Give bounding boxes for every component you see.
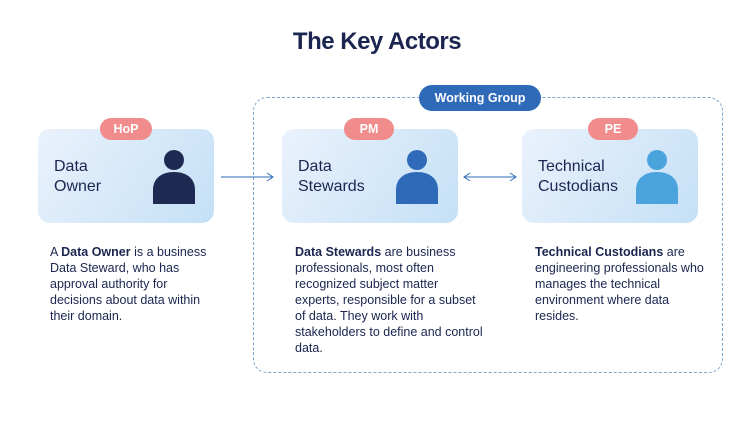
working-group-label: Working Group <box>419 85 541 111</box>
person-head <box>647 150 667 170</box>
role-badge-pe: PE <box>588 118 638 140</box>
person-body <box>636 172 678 204</box>
role-badge-pm: PM <box>344 118 394 140</box>
arrow-owner-to-stewards <box>221 172 274 182</box>
actor-name-data-owner: Data Owner <box>54 158 102 195</box>
person-head <box>164 150 184 170</box>
person-icon-data-stewards <box>396 150 438 204</box>
person-head <box>407 150 427 170</box>
arrow-stewards-custodians <box>463 172 517 182</box>
desc-data-owner: A Data Owner is a business Data Steward,… <box>50 245 207 323</box>
person-icon-data-owner <box>153 150 195 204</box>
person-body <box>396 172 438 204</box>
actor-card-technical-custodians: Technical Custodians <box>522 129 698 223</box>
actor-name-technical-custodians: Technical Custodians <box>538 158 619 195</box>
page-title: The Key Actors <box>292 28 462 55</box>
actor-name-data-stewards: Data Stewards <box>298 158 365 195</box>
desc-data-stewards: Data Stewards are business professionals… <box>295 245 483 355</box>
role-badge-hop: HoP <box>100 118 152 140</box>
person-body <box>153 172 195 204</box>
desc-technical-custodians: Technical Custodians are engineering pro… <box>535 245 704 323</box>
person-icon-technical-custodians <box>636 150 678 204</box>
